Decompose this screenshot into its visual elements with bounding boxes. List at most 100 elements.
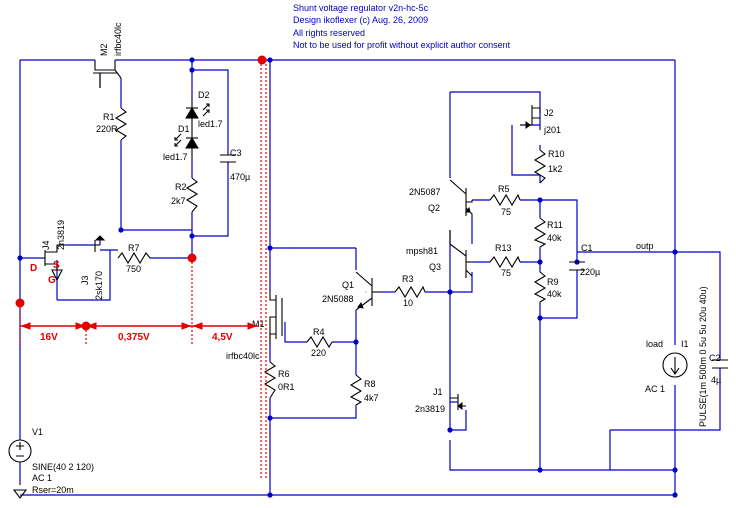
i1-label: I1 bbox=[681, 339, 689, 349]
r4-value: 220 bbox=[311, 348, 326, 358]
m2-label: M2 bbox=[99, 43, 109, 56]
i1-ac: AC 1 bbox=[645, 384, 665, 394]
r1-value: 220R bbox=[96, 124, 118, 134]
r9-label: R9 bbox=[547, 277, 559, 287]
source-v1: V1 SINE(40 2 120) AC 1 Rser=20m bbox=[8, 427, 94, 495]
r10-value: 1k2 bbox=[548, 164, 563, 174]
r9-value: 40k bbox=[547, 289, 562, 299]
r2-label: R2 bbox=[175, 182, 187, 192]
jfet-j2: J2 j201 bbox=[520, 105, 561, 135]
r5-value: 75 bbox=[501, 207, 511, 217]
q1-label: Q1 bbox=[342, 280, 354, 290]
junction-dots bbox=[17, 57, 678, 498]
diode-d1: D1 led1.7 bbox=[163, 124, 199, 162]
r7-label: R7 bbox=[128, 243, 140, 253]
jfet-j4: J4 2n3819 bbox=[41, 220, 66, 282]
i1-pulse: PULSE(1m 500m 0 5u 5u 20u 40u) bbox=[698, 286, 708, 427]
jfet-j3: J3 2sk170 bbox=[80, 235, 106, 300]
j1-label: J1 bbox=[433, 387, 443, 397]
j2-part: j201 bbox=[543, 125, 561, 135]
c3-value: 470µ bbox=[230, 172, 250, 182]
jfet-j1: J1 2n3819 bbox=[415, 387, 466, 414]
header-line-1: Shunt voltage regulator v2n-hc-5c bbox=[293, 3, 429, 13]
mosfet-m1: M1 irfbc40lc bbox=[226, 290, 283, 361]
m2-part: irfbc40lc bbox=[113, 22, 123, 56]
d2-value: led1.7 bbox=[198, 119, 223, 129]
ground-icon bbox=[12, 489, 28, 499]
v1-line-1: SINE(40 2 120) bbox=[32, 462, 94, 472]
r7-value: 750 bbox=[126, 264, 141, 274]
r13-label: R13 bbox=[495, 243, 512, 253]
r6-value: 0R1 bbox=[278, 382, 295, 392]
capacitor-c3: C3 470µ bbox=[220, 148, 250, 182]
j4-part: 2n3819 bbox=[56, 220, 66, 250]
c1-value: 220µ bbox=[580, 267, 600, 277]
voltage-label-2: 0,375V bbox=[118, 332, 150, 343]
resistor-r7: R7 750 bbox=[117, 243, 151, 274]
r4-label: R4 bbox=[313, 327, 325, 337]
r8-value: 4k7 bbox=[364, 393, 379, 403]
r11-value: 40k bbox=[547, 233, 562, 243]
resistor-r9: R9 40k bbox=[533, 271, 562, 303]
j2-label: J2 bbox=[544, 108, 554, 118]
j3-label: J3 bbox=[80, 275, 90, 285]
q2-part: 2N5087 bbox=[409, 187, 441, 197]
resistor-r2: R2 2k7 bbox=[171, 177, 199, 213]
header-line-2: Design ikoflexer (c) Aug. 26, 2009 bbox=[293, 15, 428, 25]
resistor-r13: R13 75 bbox=[489, 243, 521, 278]
i1-load: load bbox=[646, 339, 663, 349]
pin-label-s: S bbox=[53, 260, 60, 271]
transistor-q2: 2N5087 Q2 bbox=[409, 179, 473, 218]
pin-label-g: G bbox=[48, 275, 56, 286]
r1-label: R1 bbox=[103, 112, 115, 122]
q3-part: mpsh81 bbox=[406, 246, 438, 256]
r5-label: R5 bbox=[498, 184, 510, 194]
capacitor-c1: C1 220µ bbox=[569, 243, 600, 277]
r6-label: R6 bbox=[278, 369, 290, 379]
d1-value: led1.7 bbox=[163, 152, 188, 162]
net-outp: outp bbox=[636, 241, 654, 251]
m1-part: irfbc40lc bbox=[226, 351, 260, 361]
c2-value: 4µ bbox=[711, 375, 721, 385]
q3-label: Q3 bbox=[429, 262, 441, 272]
v1-label: V1 bbox=[32, 427, 43, 437]
capacitor-c2: C2 4µ bbox=[709, 353, 728, 385]
resistor-r1: R1 220R bbox=[96, 107, 128, 141]
resistor-r11: R11 40k bbox=[533, 217, 563, 248]
transistor-q3: mpsh81 Q3 bbox=[406, 230, 473, 278]
red-annotations: 16V 0,375V 4,5V D S G bbox=[15, 55, 267, 480]
header-line-4: Not to be used for profit without explic… bbox=[293, 40, 511, 50]
c1-label: C1 bbox=[581, 243, 593, 253]
resistor-r10: R10 1k2 bbox=[533, 149, 565, 184]
resistor-r8: R8 4k7 bbox=[349, 374, 379, 406]
j3-part: 2sk170 bbox=[94, 271, 104, 300]
pin-label-d: D bbox=[30, 263, 37, 274]
r11-label: R11 bbox=[547, 220, 563, 230]
r13-value: 75 bbox=[501, 268, 511, 278]
transistor-q1: Q1 2N5088 bbox=[322, 271, 380, 311]
header-line-3: All rights reserved bbox=[293, 28, 365, 38]
mosfet-m2: M2 irfbc40lc bbox=[93, 22, 123, 88]
v1-line-3: Rser=20m bbox=[32, 485, 74, 495]
r8-label: R8 bbox=[364, 379, 376, 389]
wires bbox=[19, 59, 721, 496]
q2-label: Q2 bbox=[428, 203, 440, 213]
c3-label: C3 bbox=[230, 148, 242, 158]
resistor-r6: R6 0R1 bbox=[263, 361, 295, 399]
resistor-r3: R3 10 bbox=[394, 274, 426, 308]
diode-d2: D2 led1.7 bbox=[185, 90, 223, 129]
current-source-i1: I1 load AC 1 PULSE(1m 500m 0 5u 5u 20u 4… bbox=[645, 286, 708, 427]
j1-part: 2n3819 bbox=[415, 404, 445, 414]
resistor-r5: R5 75 bbox=[489, 184, 521, 217]
voltage-label-1: 16V bbox=[40, 332, 58, 343]
r10-label: R10 bbox=[548, 149, 565, 159]
r3-value: 10 bbox=[403, 298, 413, 308]
q1-part: 2N5088 bbox=[322, 294, 354, 304]
header-notes: Shunt voltage regulator v2n-hc-5c Design… bbox=[293, 3, 511, 50]
voltage-label-3: 4,5V bbox=[212, 332, 233, 343]
j4-label: J4 bbox=[41, 240, 51, 250]
r2-value: 2k7 bbox=[171, 196, 186, 206]
d2-label: D2 bbox=[198, 90, 210, 100]
